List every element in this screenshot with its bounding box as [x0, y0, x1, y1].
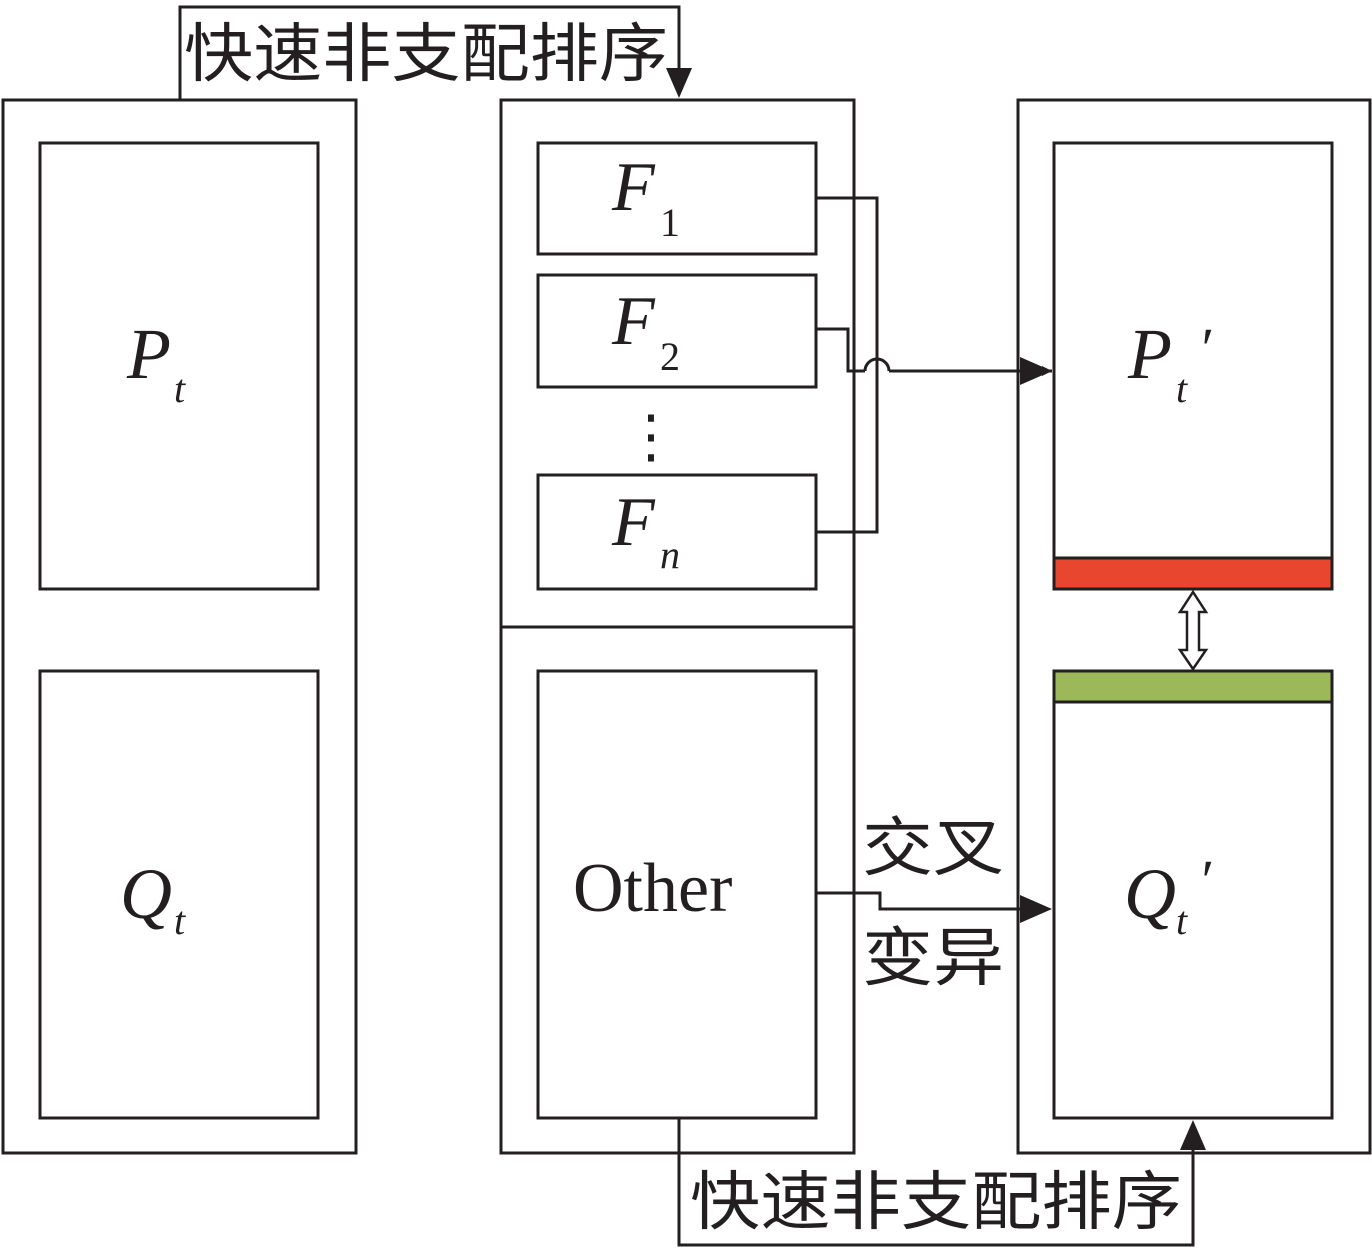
top-sort-arrow-icon [666, 68, 692, 98]
left-population-column: P t Q t [1, 98, 358, 1155]
qt-prime-arrow-icon [1020, 895, 1052, 923]
wire-crossing-hop [863, 357, 891, 372]
front-f1-symbol: F [611, 149, 656, 226]
bottom-sort-bracket [677, 1118, 1195, 1247]
swap-bar-top [1052, 556, 1334, 591]
crossover-label: 交叉 [862, 812, 1004, 886]
pt-prime-mark: ′ [1198, 316, 1212, 381]
front-f2-box [536, 273, 818, 389]
front-fn-symbol: F [611, 484, 656, 561]
front-fn-box [536, 473, 818, 591]
mutation-label: 变异 [862, 922, 1004, 996]
qt-symbol: Q [120, 854, 172, 934]
top-sort-label: 快速非支配排序 [184, 18, 668, 92]
front-fn-subscript: n [660, 532, 680, 577]
bottom-sort-arrow-icon [1180, 1120, 1206, 1150]
ellipsis-dots: ⋮ [622, 402, 680, 470]
pt-prime-box [1052, 141, 1334, 591]
f2-wire-start [816, 327, 865, 373]
pt-prime-subscript: t [1176, 366, 1188, 411]
pt-box [38, 141, 320, 591]
qt-prime-mark: ′ [1198, 848, 1212, 913]
other-to-qt-prime-connector: 交叉 变异 [816, 812, 1052, 996]
qt-prime-subscript: t [1176, 898, 1188, 943]
top-sort-bracket [178, 5, 681, 100]
swap-double-arrow-icon [1177, 589, 1209, 672]
other-wire [816, 891, 1025, 911]
front-f1-subscript: 1 [660, 200, 680, 245]
swap-bar-bottom [1052, 669, 1334, 704]
bottom-sort-label: 快速非支配排序 [690, 1166, 1182, 1240]
qt-box [38, 669, 320, 1120]
front-f2-subscript: 2 [660, 334, 680, 379]
middle-sorting-column: F 1 F 2 ⋮ F n Other [499, 98, 856, 1155]
pt-symbol: P [126, 314, 171, 394]
other-label: Other [573, 850, 732, 927]
pt-prime-arrow-icon [1020, 357, 1052, 385]
front-f2-symbol: F [611, 283, 656, 360]
qt-prime-box [1052, 669, 1334, 1120]
pt-prime-symbol: P [1127, 314, 1172, 394]
top-sort-connector: 快速非支配排序 [178, 5, 692, 100]
bottom-sort-connector: 快速非支配排序 [677, 1118, 1206, 1247]
f1-fn-bracket [816, 196, 879, 534]
qt-subscript: t [174, 898, 186, 943]
right-population-column: P t ′ Q t ′ [1016, 98, 1372, 1155]
pt-subscript: t [174, 366, 186, 411]
qt-prime-symbol: Q [1124, 854, 1176, 934]
fronts-to-pt-prime-connectors [816, 196, 1052, 534]
